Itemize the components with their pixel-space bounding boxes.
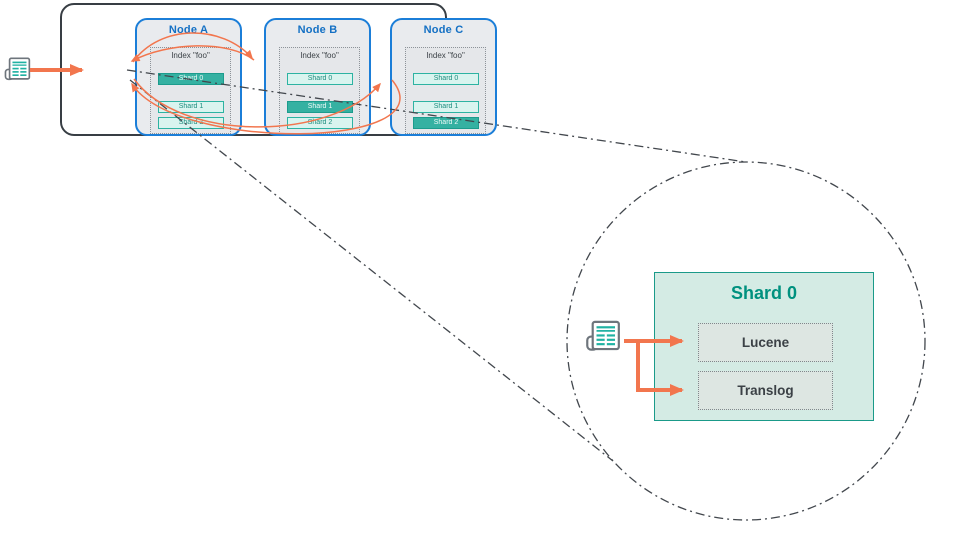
- node-c-shard-1: Shard 1: [413, 101, 479, 113]
- node-c-index-box: Index "foo" Shard 0 Shard 1 Shard 2: [405, 47, 486, 134]
- document-icon: [586, 320, 620, 351]
- node-a-index-label: Index "foo": [171, 51, 210, 60]
- node-c-shard-2-primary: Shard 2: [413, 117, 479, 129]
- node-a-shard-1: Shard 1: [158, 101, 224, 113]
- shard-detail-title: Shard 0: [730, 283, 798, 303]
- node-b-index-box: Index "foo" Shard 0 Shard 1 Shard 2: [279, 47, 360, 134]
- node-a-index-box: Index "foo" Shard 0 Shard 1 Shard 2: [150, 47, 231, 134]
- cluster-container: Node A Index "foo" Shard 0 Shard 1 Shard…: [60, 3, 497, 136]
- node-b-shard-1-primary: Shard 1: [287, 101, 353, 113]
- node-a-shard-2: Shard 2: [158, 117, 224, 129]
- node-a-title: Node A: [168, 24, 209, 36]
- node-a: Node A Index "foo" Shard 0 Shard 1 Shard…: [135, 18, 242, 136]
- node-b-title: Node B: [297, 24, 338, 36]
- lucene-box: Lucene: [698, 323, 833, 362]
- zoom-tangent-bottom: [129, 79, 614, 462]
- node-b-shard-0: Shard 0: [287, 73, 353, 85]
- shard-detail-panel: Shard 0 Lucene Translog: [654, 272, 874, 421]
- node-b: Node B Index "foo" Shard 0 Shard 1 Shard…: [264, 18, 371, 136]
- node-c-shard-0: Shard 0: [413, 73, 479, 85]
- node-b-index-label: Index "foo": [300, 51, 339, 60]
- node-b-shard-2: Shard 2: [287, 117, 353, 129]
- node-c: Node C Index "foo" Shard 0 Shard 1 Shard…: [390, 18, 497, 136]
- translog-box: Translog: [698, 371, 833, 410]
- node-c-index-label: Index "foo": [426, 51, 465, 60]
- node-a-shard-0-primary: Shard 0: [158, 73, 224, 85]
- node-c-title: Node C: [423, 24, 464, 36]
- document-icon: [4, 57, 31, 81]
